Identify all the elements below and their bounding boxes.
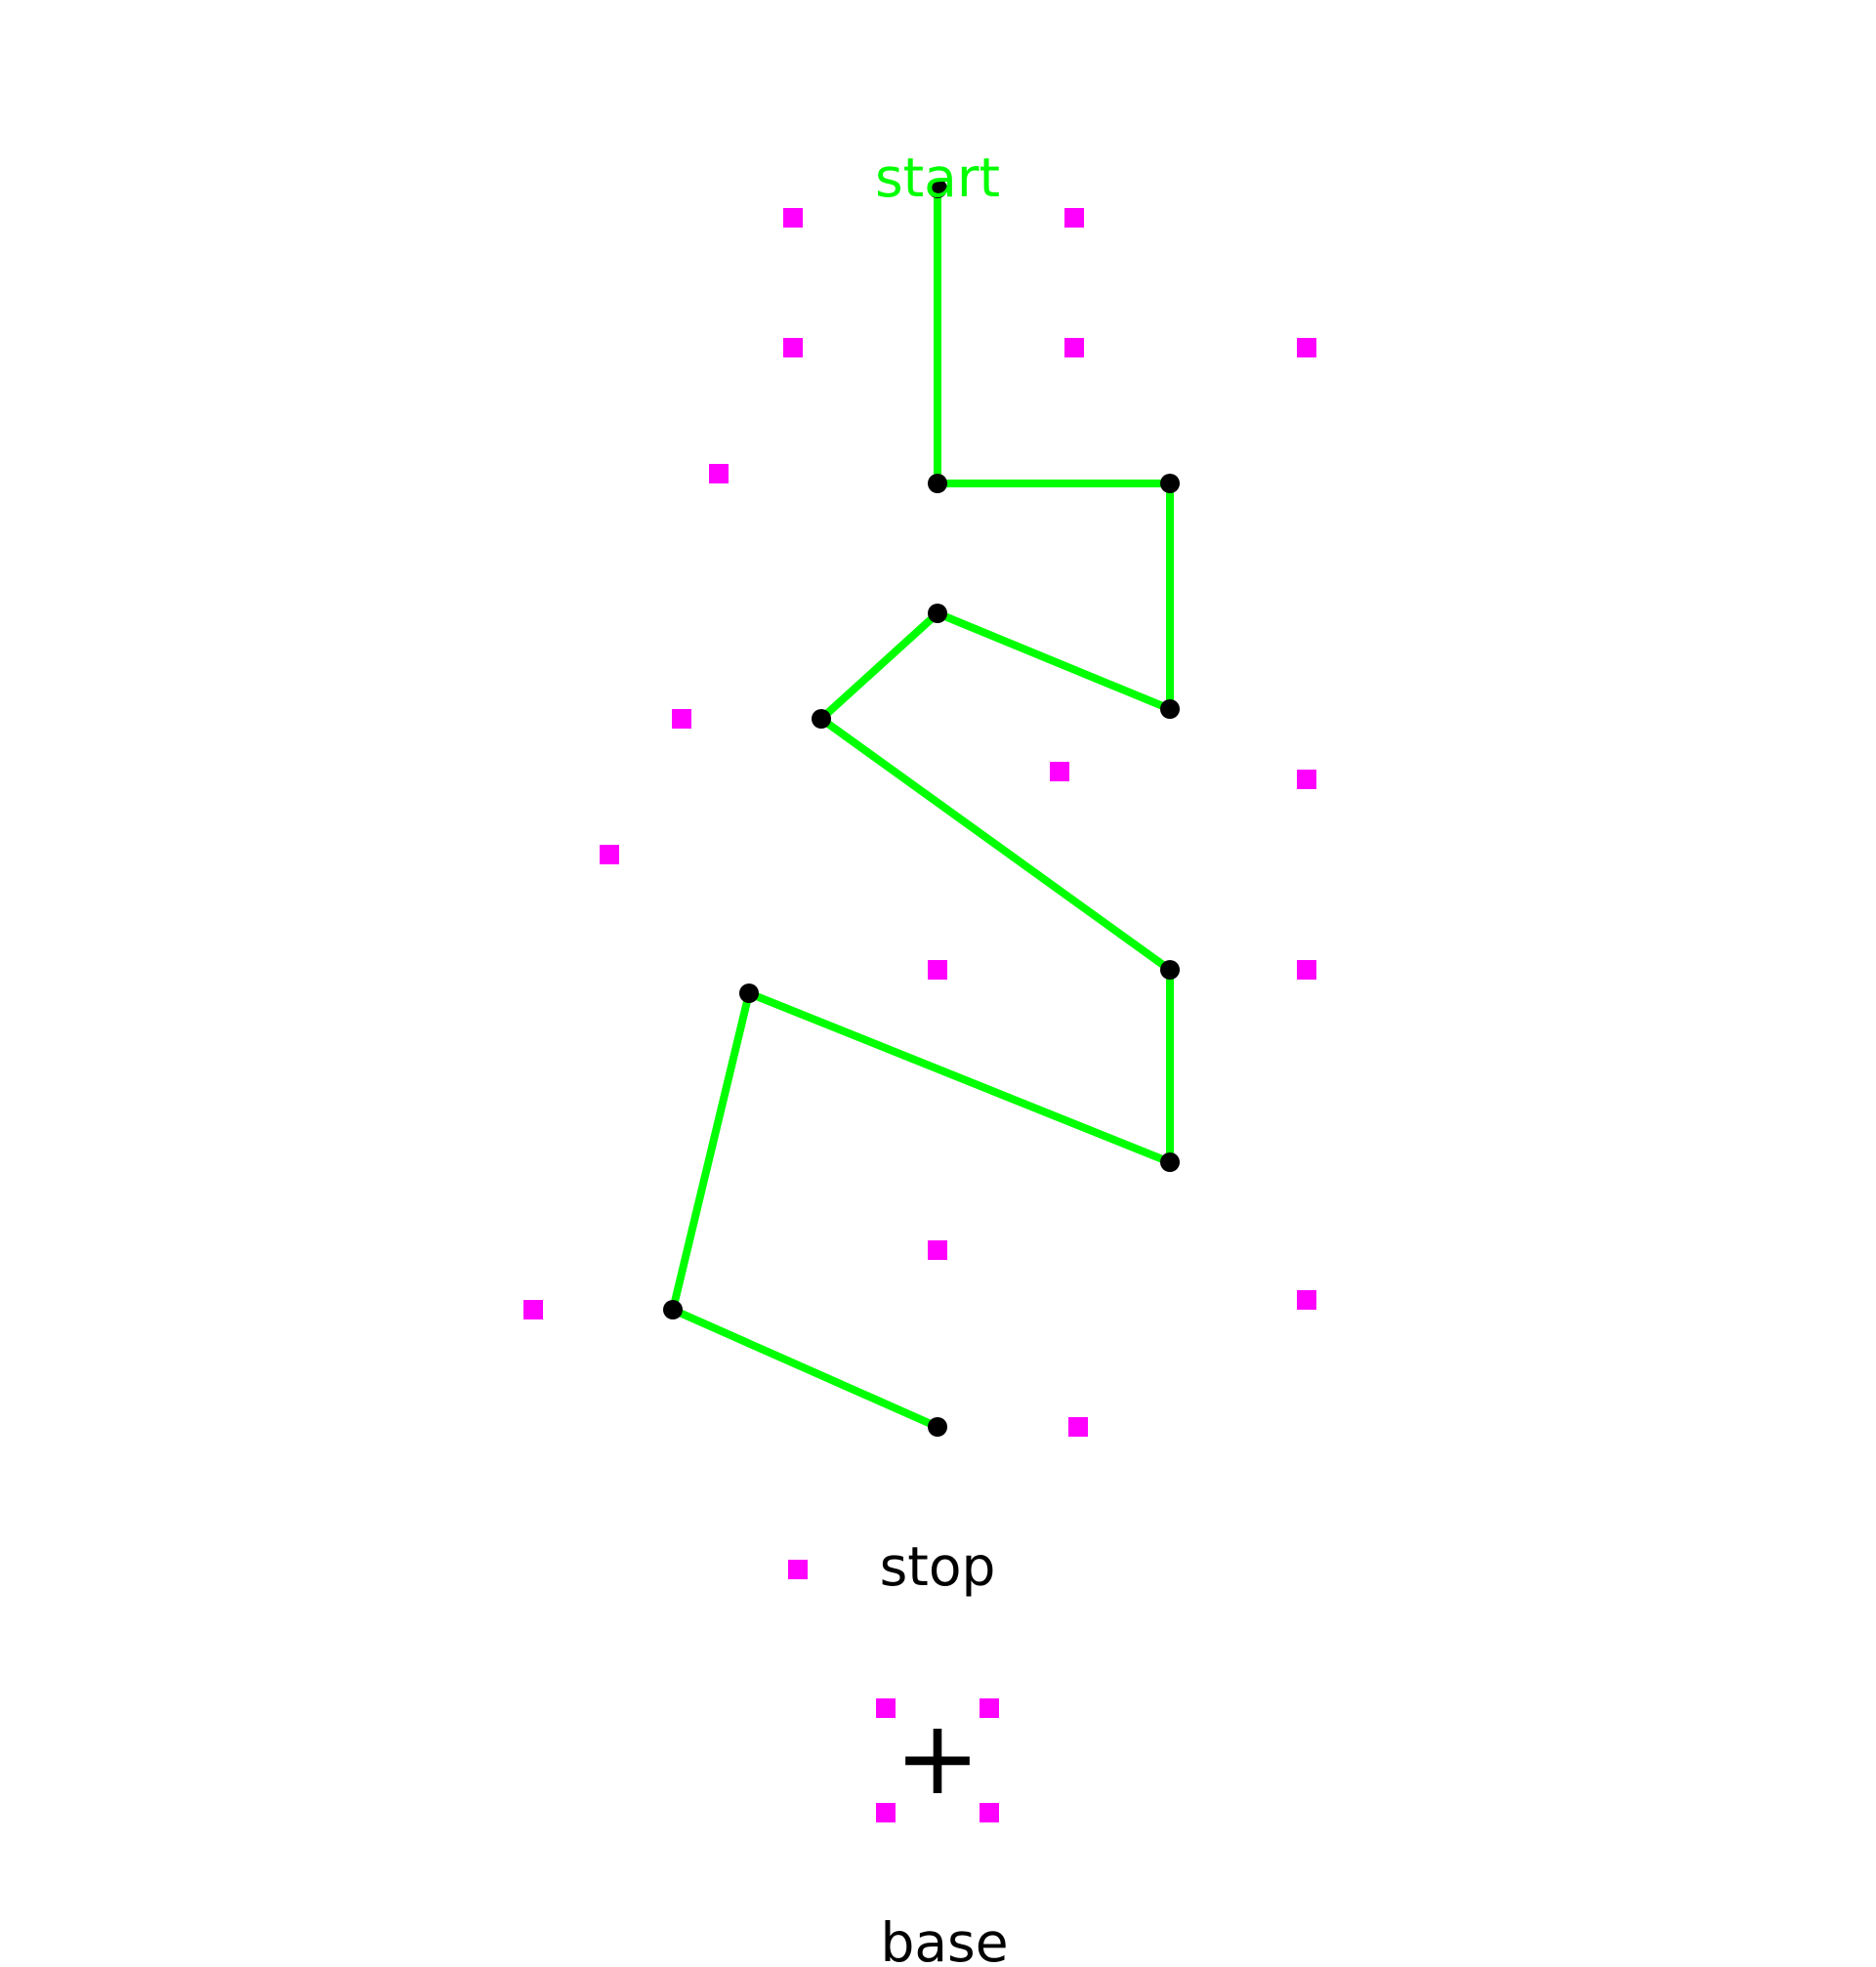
magenta-square-marker [1297,338,1316,357]
route-node [739,984,759,1003]
magenta-square-marker [783,338,803,357]
magenta-square-marker [980,1698,999,1718]
route-node [928,1417,947,1437]
magenta-square-marker [523,1300,543,1319]
stop-label: stop [880,1535,996,1598]
magenta-square-marker [1297,960,1316,980]
magenta-square-marker [876,1803,896,1822]
route-node [1160,474,1180,493]
magenta-square-marker [928,1240,947,1260]
magenta-square-marker [788,1560,808,1579]
magenta-square-marker [1297,1290,1316,1310]
route-node [1160,960,1180,980]
start-label: start [875,146,1000,209]
route-node [928,179,947,198]
magenta-square-marker [672,709,691,729]
magenta-square-marker [1068,1417,1088,1437]
magenta-square-marker [1064,338,1084,357]
magenta-square-marker [783,208,803,228]
route-node [1160,699,1180,719]
magenta-square-marker [876,1698,896,1718]
route-node [663,1300,683,1319]
node-layer [663,179,1180,1437]
magenta-square-marker [980,1803,999,1822]
magenta-square-marker [1297,770,1316,789]
magenta-square-marker [1050,762,1069,781]
magenta-square-marker [709,464,729,483]
plus-icon: + [895,1698,980,1818]
marker-layer [523,208,1316,1822]
base-label: base [880,1911,1008,1967]
route-node [928,604,947,623]
magenta-square-marker [1064,208,1084,228]
magenta-square-marker [600,845,619,864]
route-node [812,709,831,729]
route-node [928,474,947,493]
magenta-square-marker [928,960,947,980]
route-node [1160,1152,1180,1172]
